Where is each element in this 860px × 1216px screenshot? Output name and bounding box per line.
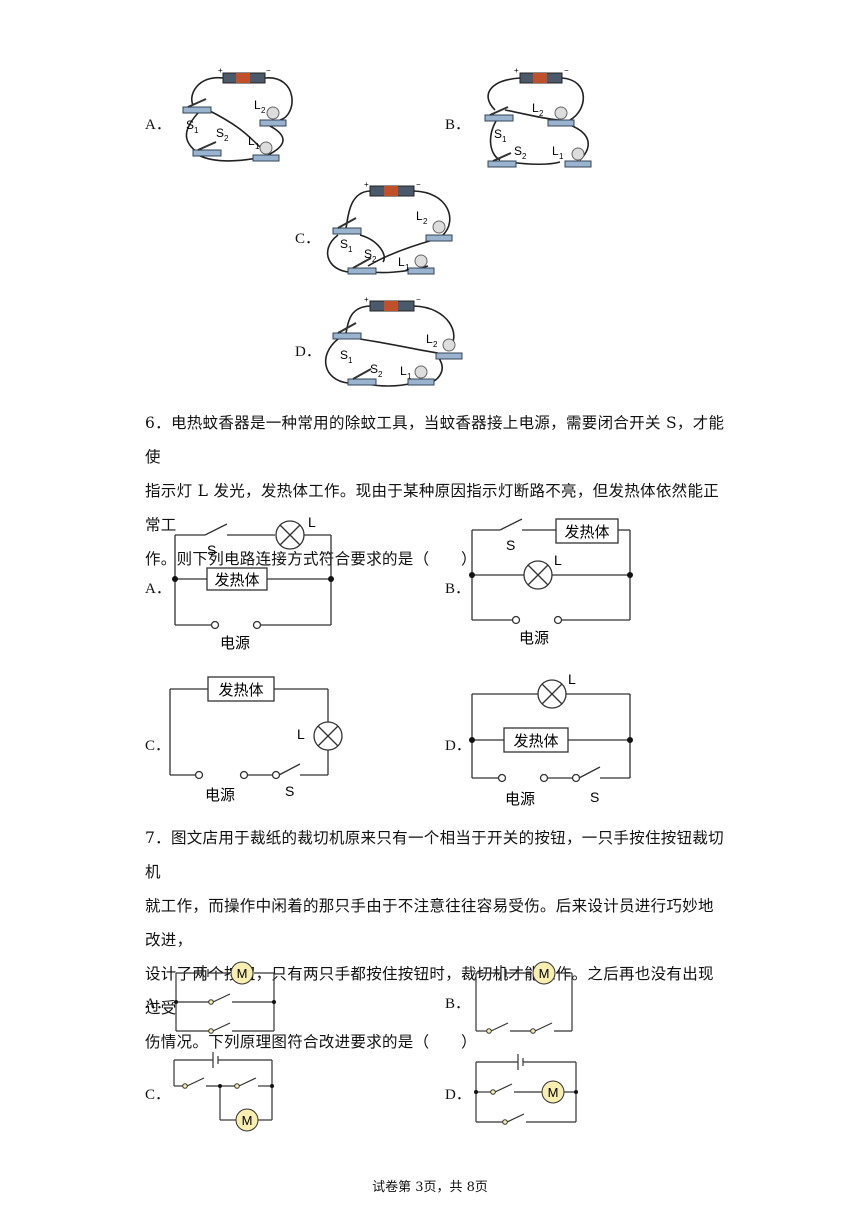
svg-text:−: − [416, 295, 421, 304]
svg-text:1: 1 [405, 263, 410, 272]
svg-text:M: M [237, 966, 248, 981]
svg-text:L: L [554, 552, 562, 568]
svg-text:L: L [308, 514, 316, 530]
svg-text:电源: 电源 [519, 630, 549, 647]
svg-text:S: S [216, 126, 224, 140]
q6-option-a-circuit: 发热体 S L 电源 [172, 514, 334, 652]
svg-text:2: 2 [224, 134, 229, 143]
q6-option-c-circuit: 发热体 L 电源 S [169, 676, 343, 804]
page-footer: 试卷第 3页，共 8页 [372, 1180, 488, 1195]
svg-text:L: L [398, 255, 405, 269]
q7-option-c-circuit: M [173, 1052, 274, 1132]
question-6: 6．电热蚊香器是一种常用的除蚊工具，当蚊香器接上电源，需要闭合开关 S，才能使 … [145, 406, 725, 576]
svg-text:电源: 电源 [205, 787, 235, 804]
switch-s1 [182, 106, 212, 114]
svg-text:−: − [416, 180, 421, 189]
q6-option-d-label[interactable]: D． [445, 738, 471, 754]
svg-text:−: − [266, 66, 271, 75]
svg-text:S: S [494, 127, 502, 141]
svg-text:电源: 电源 [505, 791, 535, 808]
svg-text:2: 2 [539, 109, 544, 118]
svg-text:M: M [242, 1113, 253, 1128]
q7-option-b-circuit: M [475, 961, 573, 1034]
q6-option-d-circuit: 发热体 L 电源 S [469, 671, 633, 808]
svg-text:S: S [285, 783, 294, 799]
q7-line-3: 设计了两个按钮，只有两只手都按住按钮时，裁切机才能工作。之后再也没有出现过受 [145, 965, 714, 1017]
svg-text:L: L [254, 98, 261, 112]
q7-option-b-label[interactable]: B． [445, 996, 471, 1012]
svg-text:L: L [416, 209, 423, 223]
q7-option-a-circuit: M [174, 961, 276, 1034]
switch-s2 [192, 149, 222, 157]
svg-text:S: S [364, 247, 372, 261]
q6-line-3: 作。则下列电路连接方式符合要求的是（ ） [145, 550, 477, 568]
q6-line-1: 6．电热蚊香器是一种常用的除蚊工具，当蚊香器接上电源，需要闭合开关 S，才能使 [145, 414, 725, 466]
svg-text:S: S [590, 789, 599, 805]
q7-option-d-circuit: M [474, 1054, 578, 1125]
q6-line-2: 指示灯 L 发光，发热体工作。现由于某种原因指示灯断路不亮，但发热体依然能正常工 [145, 482, 720, 534]
svg-text:1: 1 [407, 372, 412, 381]
svg-text:−: − [564, 66, 569, 75]
svg-text:发热体: 发热体 [218, 682, 263, 699]
svg-text:1: 1 [559, 152, 564, 161]
q6-option-a-label[interactable]: A． [145, 581, 171, 597]
svg-text:L: L [400, 364, 407, 378]
svg-text:发热体: 发热体 [564, 524, 609, 541]
svg-text:S: S [207, 542, 216, 558]
svg-text:+: + [514, 66, 519, 75]
svg-text:2: 2 [378, 370, 383, 379]
q7-line-2: 就工作，而操作中闲着的那只手由于不注意往往容易受伤。后来设计员进行巧妙地改进， [145, 897, 714, 949]
svg-text:2: 2 [372, 255, 377, 264]
q6-option-b-label[interactable]: B． [445, 581, 471, 597]
svg-text:S: S [514, 144, 522, 158]
svg-text:S: S [370, 362, 378, 376]
q7-option-a-label[interactable]: A． [145, 996, 171, 1012]
q7-option-d-label[interactable]: D． [445, 1087, 471, 1103]
svg-text:1: 1 [502, 135, 507, 144]
bulb-l2 [266, 106, 280, 120]
svg-text:L: L [426, 332, 433, 346]
q7-line-4: 伤情况。下列原理图符合改进要求的是（ ） [145, 1033, 477, 1051]
svg-text:发热体: 发热体 [513, 733, 558, 750]
svg-text:2: 2 [433, 340, 438, 349]
q6-option-b-circuit: 发热体 S L 电源 [469, 518, 633, 647]
svg-text:+: + [218, 66, 223, 75]
q5-option-a-label[interactable]: A． [145, 117, 171, 133]
bulb-l1 [259, 141, 273, 155]
q7-option-c-label[interactable]: C． [145, 1087, 171, 1103]
q5-option-d-label[interactable]: D． [295, 344, 321, 360]
svg-text:2: 2 [423, 217, 428, 226]
svg-text:L: L [552, 144, 559, 158]
svg-text:电源: 电源 [220, 635, 250, 652]
svg-text:L: L [532, 101, 539, 115]
svg-text:M: M [539, 966, 550, 981]
q6-option-c-label[interactable]: C． [145, 738, 171, 754]
svg-text:S: S [340, 348, 348, 362]
svg-text:S: S [340, 237, 348, 251]
svg-text:S: S [506, 537, 515, 553]
svg-text:M: M [548, 1085, 559, 1100]
svg-text:1: 1 [348, 356, 353, 365]
svg-text:S: S [186, 118, 194, 132]
svg-text:L: L [568, 671, 576, 687]
svg-text:+: + [364, 180, 369, 189]
svg-text:2: 2 [522, 152, 527, 161]
question-7: 7．图文店用于裁纸的裁切机原来只有一个相当于开关的按钮，一只手按住按钮裁切机 就… [145, 821, 725, 1059]
svg-text:+: + [364, 295, 369, 304]
svg-text:2: 2 [261, 106, 266, 115]
q7-line-1: 7．图文店用于裁纸的裁切机原来只有一个相当于开关的按钮，一只手按住按钮裁切机 [145, 829, 724, 881]
svg-text:1: 1 [194, 126, 199, 135]
q5-option-c-label[interactable]: C． [295, 231, 321, 247]
svg-text:L: L [297, 726, 305, 742]
svg-text:1: 1 [348, 245, 353, 254]
svg-text:L: L [248, 134, 255, 148]
svg-text:1: 1 [255, 142, 260, 151]
q5-option-b-label[interactable]: B． [445, 117, 471, 133]
heater-label: 发热体 [214, 572, 259, 589]
